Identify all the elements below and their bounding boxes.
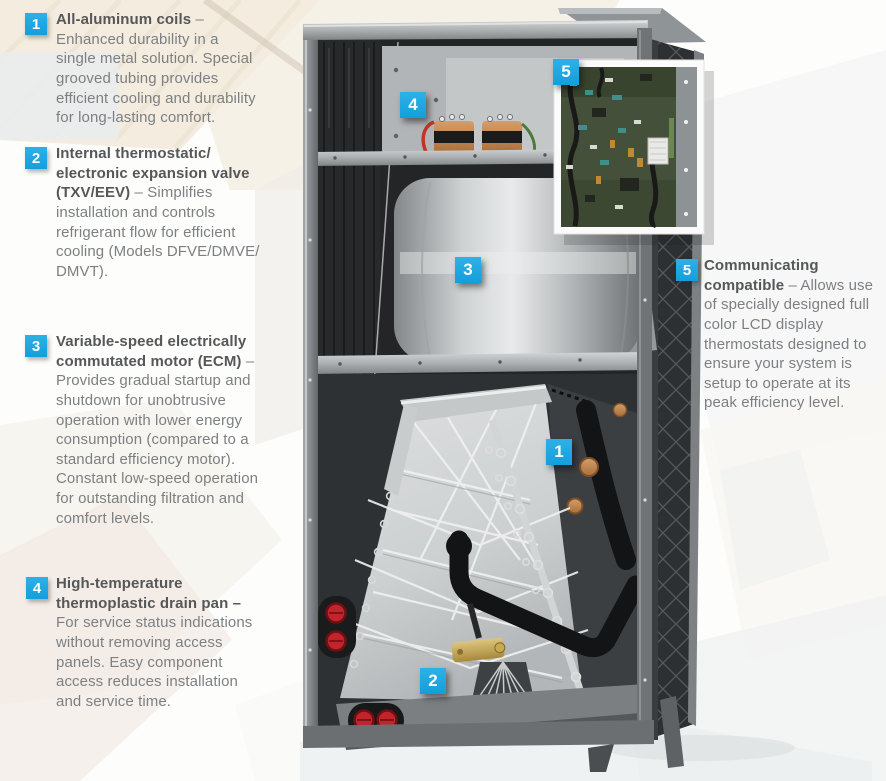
- insulated-liquid-line: [449, 530, 646, 658]
- feature-1-title: All-aluminum coils: [56, 11, 192, 28]
- grommets-upper: [318, 596, 356, 658]
- coil-bracket: [384, 404, 418, 496]
- marker-3-ecm-motor: 3: [455, 257, 481, 283]
- bottom-front-rail: [303, 720, 654, 748]
- feature-4-badge: 4: [26, 577, 48, 599]
- feature-3-title: Variable-speed electrically commutated m…: [56, 333, 247, 370]
- coil-right-rail: [488, 418, 589, 707]
- txv-valve: [451, 637, 506, 663]
- feature-1-body: – Enhanced durability in a single metal …: [56, 11, 256, 127]
- feature-3-badge: 3: [25, 335, 47, 357]
- coil-section: [312, 374, 648, 728]
- feature-1-badge: 1: [25, 13, 47, 35]
- feature-4-body: For service status indications without r…: [56, 614, 253, 710]
- insulated-suction-line: [576, 400, 636, 570]
- marker-4-drain-pan: 4: [400, 92, 426, 118]
- feature-2-title: Internal thermostatic/ electronic expans…: [56, 145, 250, 202]
- board-connector: [647, 137, 669, 165]
- feature-5-title: Communicating compatible: [704, 257, 819, 294]
- feature-4-title: High-temperature thermoplastic drain pan…: [56, 575, 242, 612]
- divider-shelf: [312, 352, 648, 374]
- feature-5-text: Communicating compatible – Allows use of…: [704, 256, 878, 413]
- marker-5-control-board: 5: [553, 59, 579, 85]
- control-board-inset: [553, 59, 714, 245]
- marker-2-expansion-valve: 2: [420, 668, 446, 694]
- feature-4-text: High-temperature thermoplastic drain pan…: [56, 574, 264, 711]
- board-mount-strip: [676, 67, 697, 227]
- leg-back-right: [660, 696, 684, 768]
- board-wire-left: [567, 69, 580, 227]
- valve-stem: [467, 603, 482, 639]
- leg-right: [588, 744, 614, 772]
- feature-3-text: Variable-speed electrically commutated m…: [56, 332, 268, 528]
- coil-top-plate: [400, 384, 552, 422]
- marker-1-all-aluminum-coils: 1: [546, 439, 572, 465]
- feature-2-text: Internal thermostatic/ electronic expans…: [56, 144, 264, 281]
- feature-2-body: – Simplifies installation and controls r…: [56, 184, 260, 280]
- feature-5-badge: 5: [676, 259, 698, 281]
- feature-5-body: – Allows use of specially designed full …: [704, 276, 874, 412]
- feature-1-text: All-aluminum coils – Enhanced durability…: [56, 10, 256, 128]
- feature-3-body: – Provides gradual startup and shutdown …: [56, 352, 259, 527]
- feature-2-badge: 2: [25, 147, 47, 169]
